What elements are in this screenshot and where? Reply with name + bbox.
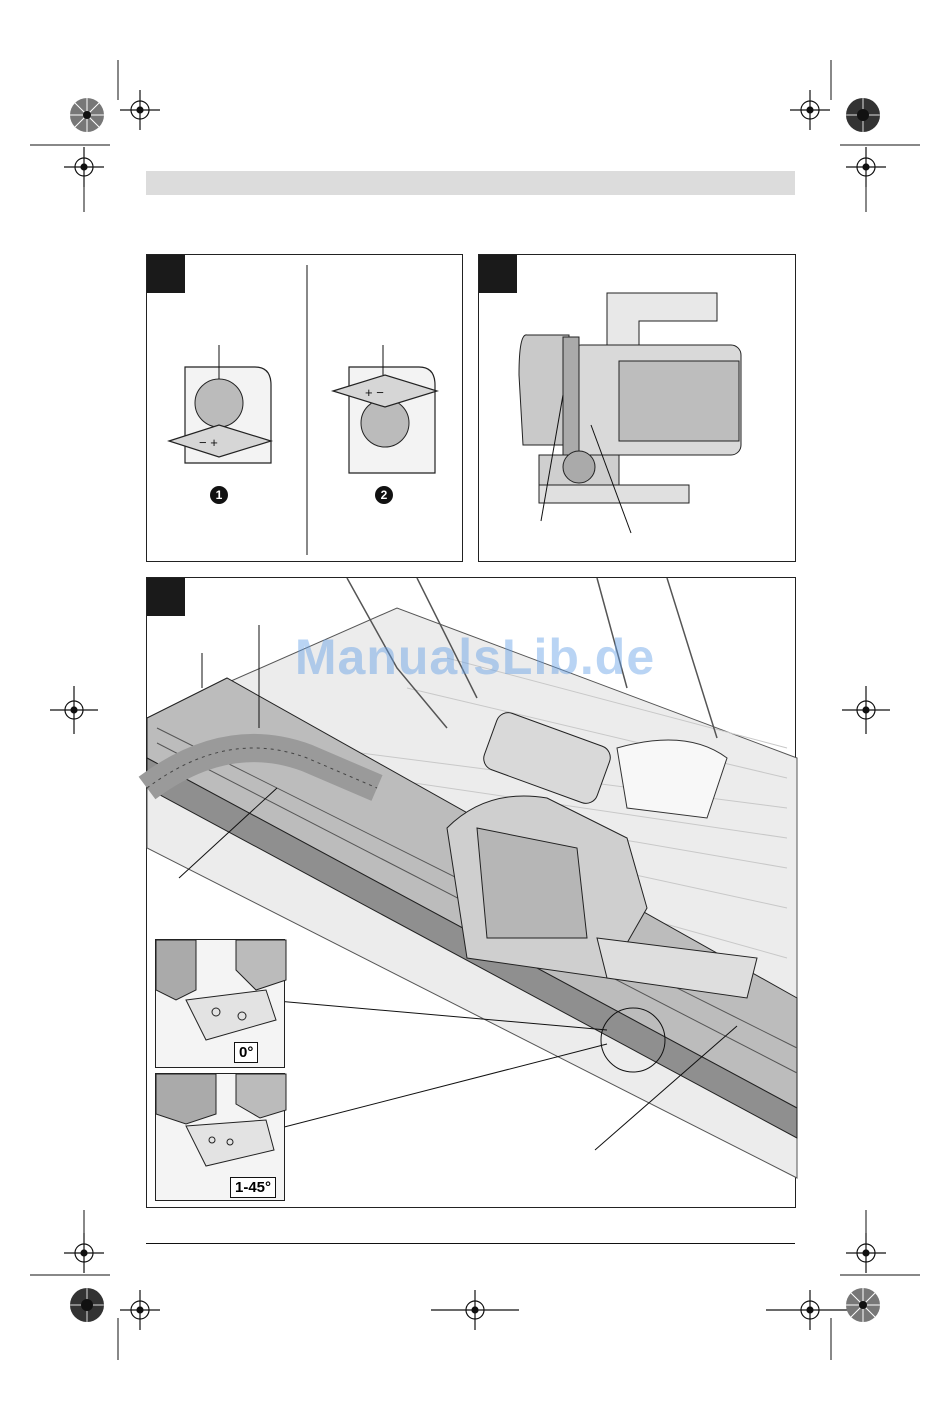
figure-panel-saw-side-view [478,254,796,562]
angle-label-0: 0° [234,1042,258,1063]
footer-rule [146,1243,795,1244]
header-bar [146,171,795,195]
watermark: ManualsLib.de [0,628,950,686]
inset-detail-1-45-degree: 1-45° [155,1073,285,1201]
angle-label-1-45: 1-45° [230,1177,276,1198]
step-2-badge: 2 [375,486,393,504]
inset-0-illustration [156,940,286,1069]
selector-switch-illustration: − + + − [147,255,464,563]
step-1-badge: 1 [210,486,228,504]
saw-side-view-illustration [479,255,797,563]
svg-text:− +: − + [199,435,218,450]
inset-detail-0-degree: 0° [155,939,285,1068]
svg-text:+ −: + − [365,385,384,400]
figure-panel-selector-switch: − + + − 1 2 [146,254,463,562]
